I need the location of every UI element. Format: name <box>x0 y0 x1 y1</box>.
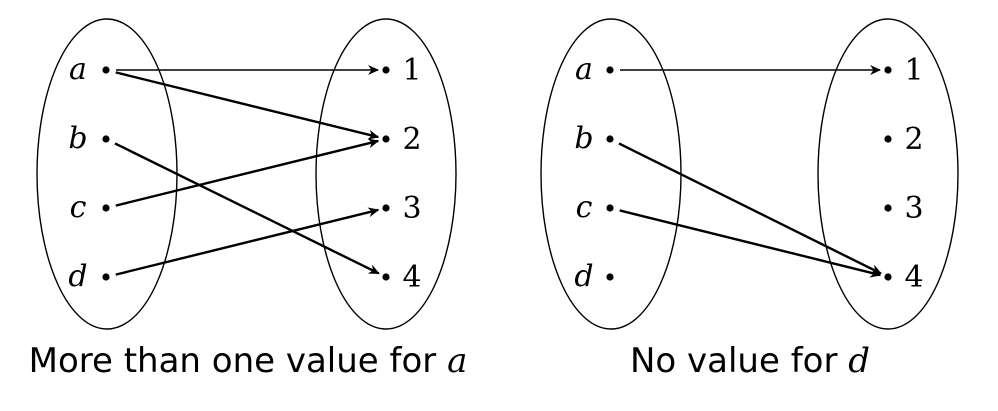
codomain-oval <box>817 18 959 330</box>
domain-point-a <box>102 66 110 74</box>
domain-label-d: d <box>574 259 593 294</box>
codomain-label-1: 1 <box>904 53 923 88</box>
domain-point-c <box>606 204 614 212</box>
domain-point-a <box>606 66 614 74</box>
codomain-label-4: 4 <box>904 260 923 295</box>
codomain-label-2: 2 <box>904 122 923 157</box>
domain-point-b <box>606 135 614 143</box>
codomain-oval <box>315 18 457 330</box>
codomain-point-1 <box>382 66 390 74</box>
domain-label-a: a <box>69 52 87 87</box>
codomain-label-3: 3 <box>904 191 923 226</box>
domain-label-c: c <box>70 190 87 225</box>
caption-text: No value for <box>630 341 848 381</box>
codomain-label-3: 3 <box>402 191 421 226</box>
arrow-b-to-4 <box>618 142 882 275</box>
caption-variable: a <box>447 341 467 381</box>
codomain-point-4 <box>884 273 892 281</box>
codomain-point-1 <box>884 66 892 74</box>
codomain-label-2: 2 <box>402 122 421 157</box>
domain-point-d <box>606 273 614 281</box>
codomain-point-2 <box>382 135 390 143</box>
caption: More than one value for a <box>29 341 468 381</box>
codomain-label-1: 1 <box>402 53 421 88</box>
codomain-point-4 <box>382 273 390 281</box>
arrow-d-to-3 <box>115 207 380 276</box>
domain-label-a: a <box>575 52 593 87</box>
arrow-a-to-2 <box>115 71 380 140</box>
domain-label-b: b <box>68 121 87 156</box>
codomain-point-2 <box>884 135 892 143</box>
codomain-label-4: 4 <box>402 260 421 295</box>
codomain-point-3 <box>382 204 390 212</box>
domain-point-c <box>102 204 110 212</box>
caption: No value for d <box>630 341 870 381</box>
caption-variable: d <box>848 341 870 381</box>
codomain-point-3 <box>884 204 892 212</box>
domain-label-c: c <box>576 190 593 225</box>
domain-oval <box>36 18 178 330</box>
caption-text: More than one value for <box>29 341 447 381</box>
domain-oval <box>540 18 682 330</box>
domain-label-b: b <box>574 121 593 156</box>
arrow-b-to-4 <box>114 142 380 275</box>
domain-point-b <box>102 135 110 143</box>
domain-label-d: d <box>68 259 87 294</box>
domain-point-d <box>102 273 110 281</box>
arrow-c-to-2 <box>115 138 380 207</box>
arrow-c-to-4 <box>619 209 882 278</box>
